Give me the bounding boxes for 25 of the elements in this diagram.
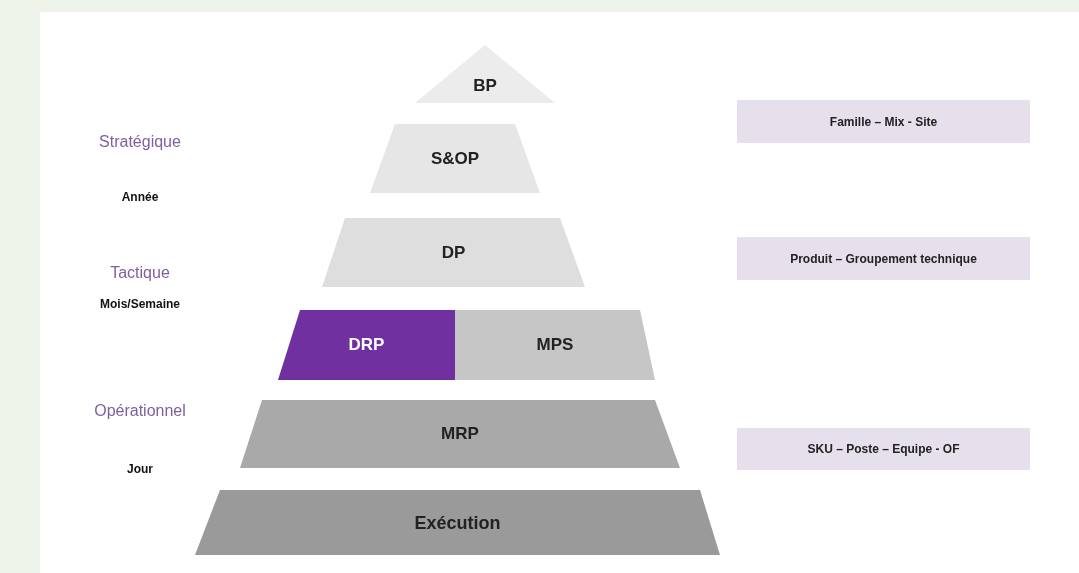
tier-label: Exécution [414, 512, 501, 533]
horizon-label: Jour [127, 462, 153, 476]
horizon-label: Mois/Semaine [100, 297, 180, 311]
info-text: Produit – Groupement technique [790, 251, 977, 266]
tier-label: DRP [348, 335, 385, 355]
pyramid-tier [240, 400, 680, 468]
tier-label: DP [441, 242, 466, 263]
level-label: Stratégique [99, 133, 181, 151]
pyramid-tier [455, 310, 655, 380]
pyramid-tier [370, 124, 540, 193]
info-box [737, 428, 1030, 470]
tier-label: S&OP [430, 148, 480, 169]
info-text: Famille – Mix - Site [829, 114, 938, 129]
pyramid-tier [195, 490, 720, 555]
info-box [737, 100, 1030, 143]
tier-label: MRP [441, 424, 479, 444]
horizon-label: Année [121, 190, 159, 204]
info-text: SKU – Poste – Equipe - OF [807, 442, 960, 456]
level-label: Opérationnel [94, 402, 186, 420]
pyramid-tier [322, 218, 585, 287]
level-label: Tactique [110, 264, 170, 282]
tier-label: BP [473, 76, 497, 96]
info-box [737, 237, 1030, 280]
tier-label: MPS [536, 335, 574, 355]
pyramid-tier [278, 310, 455, 380]
